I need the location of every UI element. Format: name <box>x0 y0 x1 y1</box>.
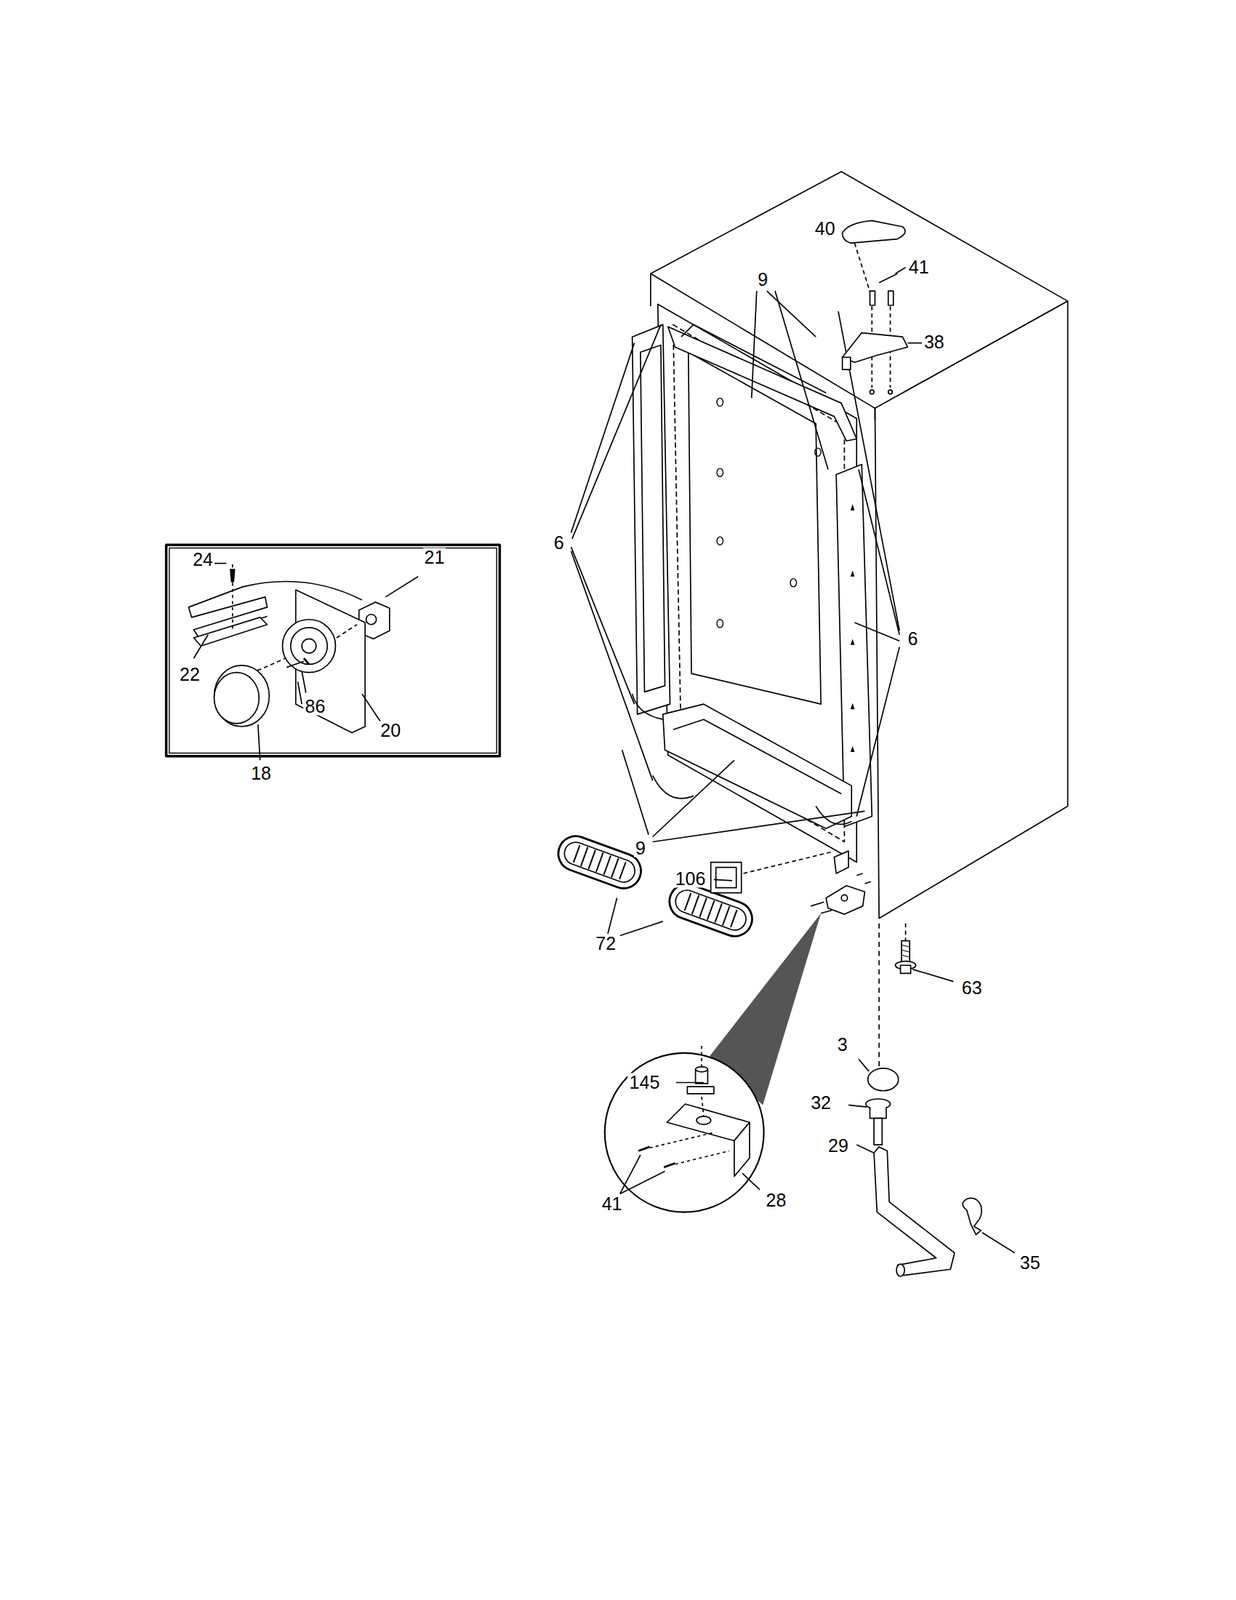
door-handle <box>873 1146 955 1276</box>
callout-number: 22 <box>178 665 202 684</box>
callout-number: 63 <box>960 977 984 997</box>
callout-number: 29 <box>826 1136 850 1155</box>
callout-number: 145 <box>628 1073 662 1092</box>
callout-number: 9 <box>633 838 648 857</box>
vent-grille <box>553 831 646 893</box>
gasket <box>632 324 671 714</box>
callout-number: 38 <box>922 332 946 351</box>
plug-button <box>868 1068 899 1091</box>
hinge-bracket <box>666 1103 750 1141</box>
callout-number: 28 <box>764 1190 789 1209</box>
inset-box <box>166 544 501 756</box>
callout-number: 106 <box>673 868 708 888</box>
callout-number: 21 <box>423 547 447 566</box>
pad <box>711 862 742 893</box>
control-knob <box>214 665 270 727</box>
cabinet-side <box>874 301 1068 919</box>
callout-number: 20 <box>378 721 403 740</box>
callout-number: 9 <box>756 270 770 289</box>
hinge-bracket <box>842 332 909 363</box>
callout-number: 32 <box>809 1093 833 1112</box>
hinge-cover <box>842 220 906 243</box>
callout-number: 41 <box>600 1194 624 1213</box>
callout-number: 72 <box>594 934 618 953</box>
callout-number: 41 <box>907 258 931 277</box>
callout-number: 35 <box>1018 1253 1042 1272</box>
callout-number: 6 <box>905 629 920 648</box>
zoom-circle <box>604 1052 765 1213</box>
callout-number: 86 <box>303 696 328 715</box>
callout-number: 18 <box>249 764 273 783</box>
callout-number: 24 <box>191 549 215 568</box>
callout-number: 6 <box>552 533 566 552</box>
callout-number: 40 <box>813 219 837 238</box>
door-frame <box>657 303 858 862</box>
clip <box>962 1197 982 1234</box>
leveling-leg <box>895 940 917 974</box>
callout-number: 3 <box>836 1035 850 1054</box>
